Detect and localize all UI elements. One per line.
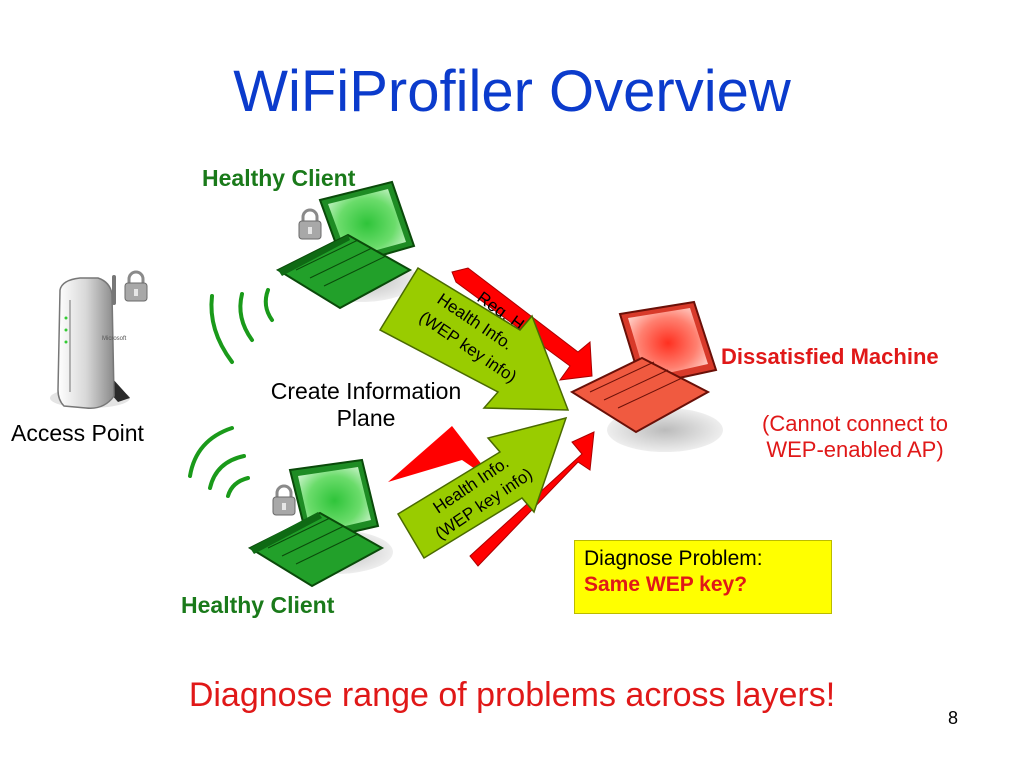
- slide-title: WiFiProfiler Overview: [233, 59, 791, 124]
- wifi-waves-icon: [188, 426, 250, 498]
- dissatisfied-machine-label: Dissatisfied Machine: [721, 344, 939, 369]
- create-info-line-2: Plane: [336, 405, 396, 431]
- diagnose-problem-question: Same WEP key?: [584, 573, 748, 596]
- access-point-label: Access Point: [11, 420, 144, 446]
- cannot-connect-line-2: WEP-enabled AP): [766, 437, 944, 462]
- create-info-plane-label: Create Information Plane: [248, 378, 484, 432]
- lock-icon: [271, 484, 297, 517]
- svg-text:Microsoft: Microsoft: [102, 336, 127, 342]
- laptop-icon: [569, 300, 723, 452]
- laptop-icon: [249, 458, 393, 587]
- diagnose-problem-heading: Diagnose Problem:: [584, 547, 763, 570]
- cannot-connect-line-1: (Cannot connect to: [762, 411, 948, 436]
- laptop-icon: [277, 180, 418, 309]
- lock-icon: [123, 270, 149, 303]
- diagnose-problem-box: Diagnose Problem: Same WEP key?: [574, 540, 832, 614]
- create-info-line-1: Create Information: [270, 378, 462, 404]
- lock-icon: [297, 208, 323, 241]
- wifi-waves-icon: [209, 288, 274, 364]
- healthy-client-bottom-label: Healthy Client: [181, 592, 335, 618]
- footer-statement: Diagnose range of problems across layers…: [188, 676, 836, 714]
- page-number: 8: [948, 708, 959, 728]
- router-icon: Microsoft: [50, 275, 130, 409]
- healthy-client-top-label: Healthy Client: [202, 165, 356, 191]
- request-arrow-icon: [451, 267, 595, 567]
- cannot-connect-note: (Cannot connect to WEP-enabled AP): [728, 411, 982, 463]
- arrow-icon: [378, 266, 570, 560]
